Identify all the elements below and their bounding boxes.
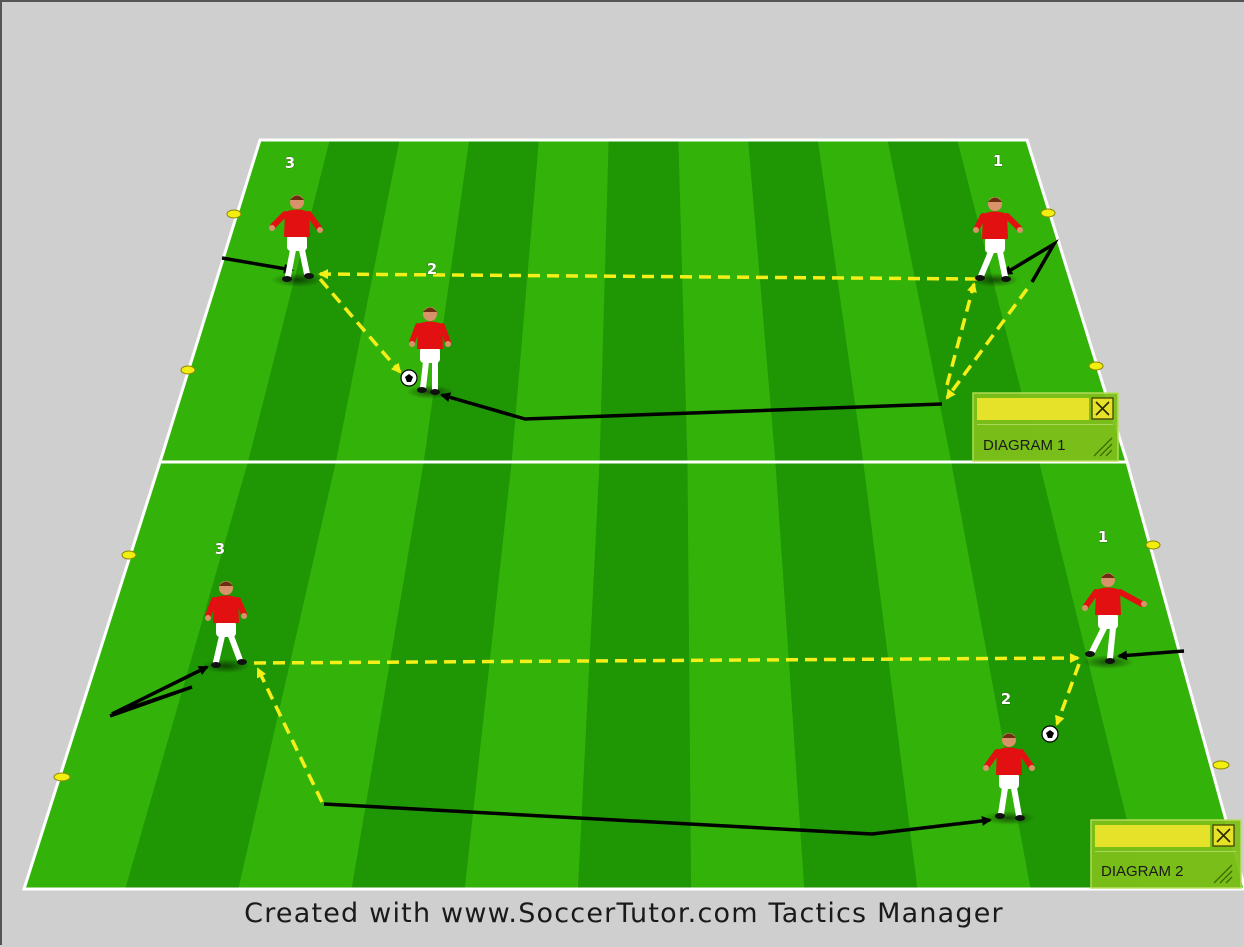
run-line	[1002, 239, 1059, 283]
player-1-diagram-1[interactable]	[971, 197, 1023, 287]
player-2-diagram-1[interactable]	[406, 307, 454, 399]
pitch-stripe	[887, 140, 1040, 462]
cone-marker-icon	[1040, 208, 1056, 218]
player-2-diagram-2[interactable]	[983, 733, 1035, 825]
diagram-label: DIAGRAM 2	[1101, 863, 1184, 880]
soccer-ball-icon[interactable]	[400, 369, 418, 387]
pass-line	[318, 269, 978, 281]
player-3-diagram-1[interactable]	[269, 195, 323, 287]
run-line	[221, 256, 294, 274]
player-number-label: 3	[215, 540, 225, 558]
pass-line	[318, 277, 402, 374]
diagram-1-movements	[221, 239, 1059, 421]
player-number-label: 1	[1098, 528, 1108, 546]
pitch-stripe	[775, 462, 918, 889]
close-x-icon[interactable]	[1091, 397, 1114, 420]
cone-marker-icon	[226, 209, 242, 219]
pass-line	[1055, 663, 1081, 726]
pitch-boundary-line	[21, 461, 1244, 891]
pitch-boundary-line	[158, 138, 1129, 463]
pitch-stripe	[599, 140, 688, 462]
pass-line	[945, 287, 1029, 400]
diagram-label: DIAGRAM 1	[983, 437, 1066, 454]
pitch-stripe	[951, 462, 1144, 889]
pitch-stripe	[423, 140, 539, 462]
cone-marker-icon	[1145, 540, 1161, 550]
pass-line	[945, 282, 977, 386]
player-number-label: 1	[993, 152, 1003, 170]
pitch-diagram-2	[24, 462, 1244, 889]
pitch-stripe	[748, 140, 864, 462]
resize-grip-icon[interactable]	[1093, 437, 1113, 457]
pitch-stripe	[577, 462, 692, 889]
diagram-1-label-box[interactable]: DIAGRAM 1	[972, 392, 1119, 462]
pitch-stripe	[125, 462, 336, 889]
cone-marker-icon	[180, 365, 196, 375]
credit-footer: Created with www.SoccerTutor.com Tactics…	[244, 898, 1004, 929]
close-x-icon[interactable]	[1212, 824, 1235, 847]
pass-line	[253, 653, 1080, 665]
diagram-2-movements	[109, 649, 1185, 836]
resize-grip-icon[interactable]	[1213, 864, 1233, 884]
pitch-stripe	[351, 462, 512, 889]
cone-marker-icon	[121, 550, 137, 560]
run-line	[1117, 649, 1185, 661]
player-number-label: 2	[427, 260, 437, 278]
run-line	[323, 802, 992, 836]
run-line	[440, 392, 943, 421]
player-number-label: 3	[285, 154, 295, 172]
cone-marker-icon	[1212, 760, 1230, 770]
soccer-ball-icon[interactable]	[1041, 725, 1059, 743]
cone-marker-icon	[53, 772, 71, 782]
pass-line	[256, 667, 324, 803]
player-3-diagram-2[interactable]	[202, 581, 250, 673]
diagram-2-label-box[interactable]: DIAGRAM 2	[1090, 819, 1242, 889]
run-line	[109, 665, 209, 718]
player-1-diagram-2[interactable]	[1082, 573, 1147, 669]
pitch-stripe	[247, 140, 400, 462]
cone-marker-icon	[1088, 361, 1104, 371]
player-number-label: 2	[1001, 690, 1011, 708]
